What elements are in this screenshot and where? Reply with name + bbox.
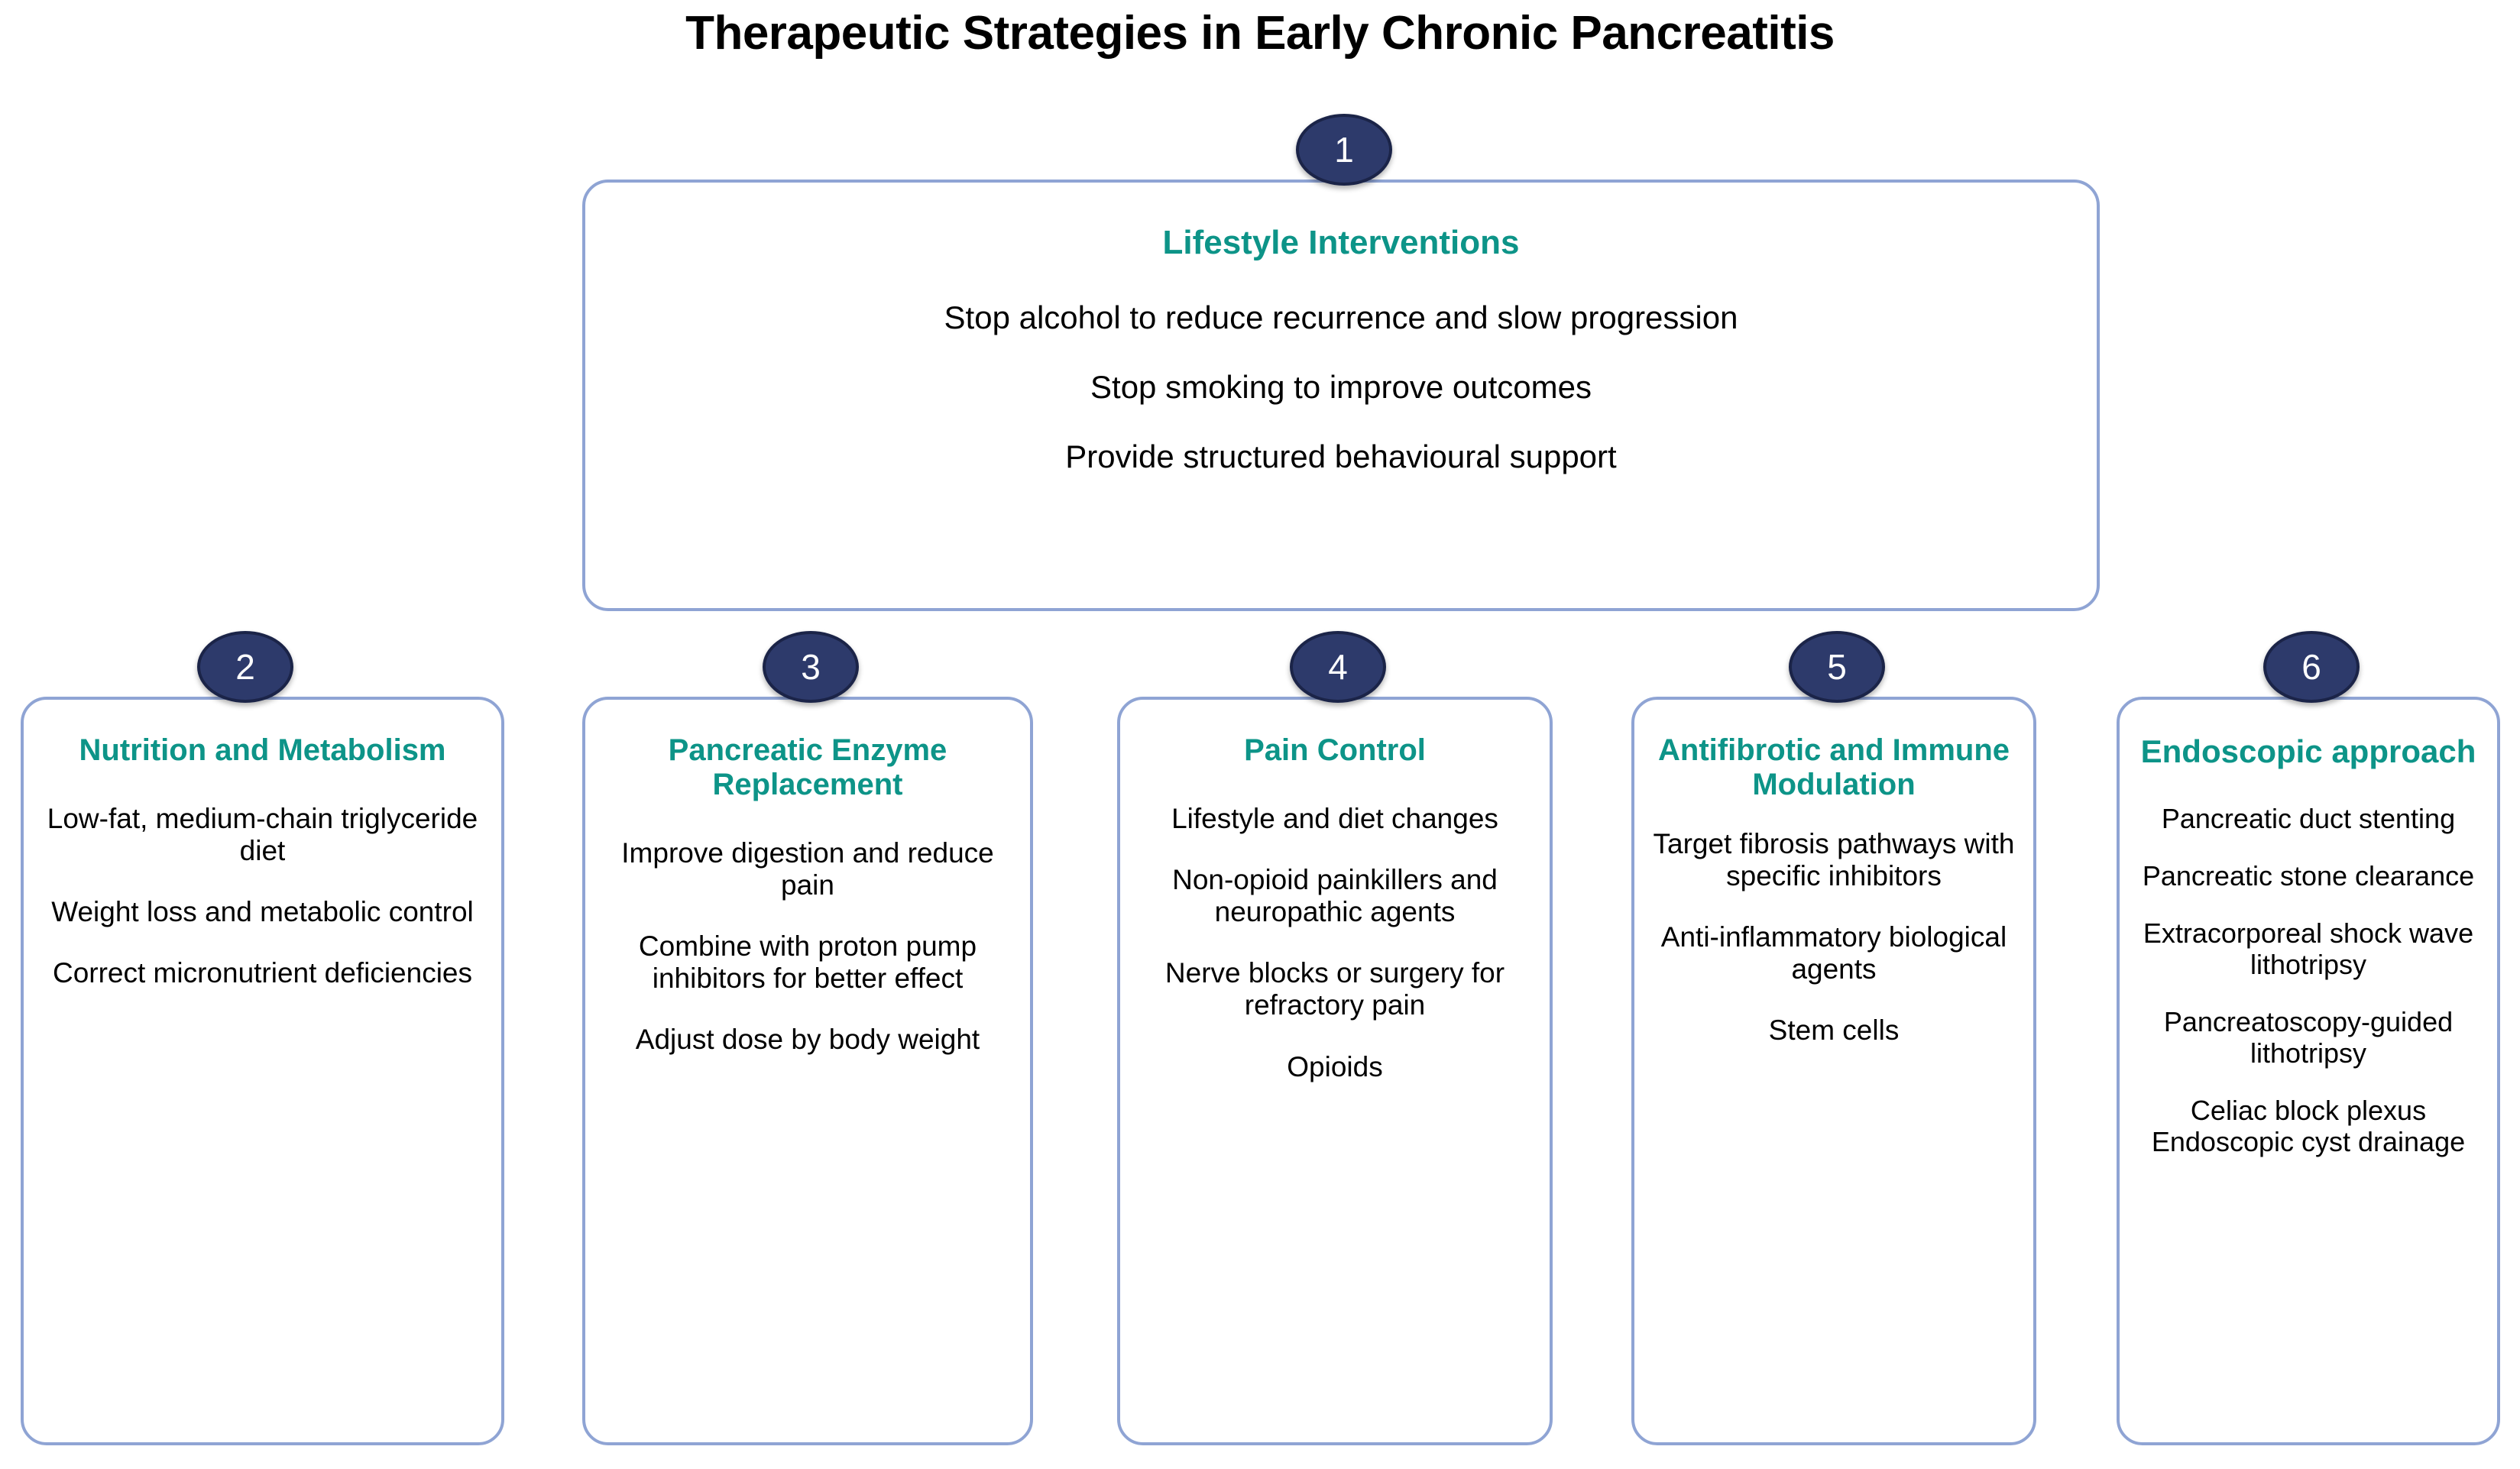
card-item: Correct micronutrient deficiencies [52, 957, 473, 989]
card-item: Adjust dose by body weight [635, 1024, 980, 1056]
card-item-list: Pancreatic duct stenting Pancreatic ston… [2133, 803, 2483, 1183]
card-item: Stop smoking to improve outcomes [1090, 369, 1592, 406]
card-content: Nutrition and Metabolism Low-fat, medium… [24, 700, 501, 1442]
card-heading: Endoscopic approach [2140, 733, 2476, 769]
card-item: Weight loss and metabolic control [51, 896, 474, 928]
card-item: Provide structured behavioural support [1065, 438, 1617, 475]
card-item: Low-fat, medium-chain triglyceride diet [47, 802, 478, 866]
card-heading: Pain Control [1244, 733, 1426, 767]
card-content: Endoscopic approach Pancreatic duct sten… [2120, 700, 2497, 1442]
card-nutrition-and-metabolism: Nutrition and Metabolism Low-fat, medium… [21, 697, 504, 1445]
card-item-list: Low-fat, medium-chain triglyceride diet … [37, 803, 487, 1019]
card-content: Antifibrotic and Immune Modulation Targe… [1634, 700, 2033, 1442]
card-item-list: Stop alcohol to reduce recurrence and sl… [620, 299, 2062, 508]
card-content: Lifestyle Interventions Stop alcohol to … [585, 183, 2097, 608]
card-item: Lifestyle and diet changes [1171, 802, 1498, 834]
step-badge-2: 2 [197, 631, 293, 703]
card-antifibrotic-and-immune-modulation: Antifibrotic and Immune Modulation Targe… [1631, 697, 2036, 1445]
card-item-list: Lifestyle and diet changes Non-opioid pa… [1134, 803, 1536, 1112]
step-badge-1: 1 [1296, 114, 1392, 186]
card-item: Target fibrosis pathways with specific i… [1653, 827, 2015, 891]
card-item: Pancreatic duct stenting [2161, 803, 2456, 835]
card-item: Anti-inflammatory biological agents [1660, 921, 2007, 985]
page-title: Therapeutic Strategies in Early Chronic … [685, 7, 1835, 60]
card-content: Pain Control Lifestyle and diet changes … [1120, 700, 1550, 1442]
step-badge-6: 6 [2263, 631, 2360, 703]
card-item: Opioids [1287, 1050, 1383, 1082]
card-item: Celiac block plexus Endoscopic cyst drai… [2151, 1095, 2466, 1158]
card-heading: Antifibrotic and Immune Modulation [1658, 733, 2010, 801]
card-item: Stem cells [1768, 1014, 1900, 1047]
card-pancreatic-enzyme-replacement: Pancreatic Enzyme Replacement Improve di… [582, 697, 1033, 1445]
card-item: Extracorporeal shock wave lithotripsy [2143, 917, 2474, 981]
card-heading: Pancreatic Enzyme Replacement [668, 733, 947, 801]
card-pain-control: Pain Control Lifestyle and diet changes … [1117, 697, 1553, 1445]
card-item: Pancreatic stone clearance [2142, 860, 2475, 892]
card-item-list: Target fibrosis pathways with specific i… [1648, 828, 2020, 1076]
card-item: Pancreatoscopy-guided lithotripsy [2163, 1006, 2454, 1069]
card-lifestyle-interventions: Lifestyle Interventions Stop alcohol to … [582, 180, 2100, 611]
step-badge-4: 4 [1290, 631, 1386, 703]
card-item: Improve digestion and reduce pain [621, 836, 994, 901]
card-item: Combine with proton pump inhibitors for … [638, 930, 977, 995]
step-badge-3: 3 [763, 631, 859, 703]
step-badge-5: 5 [1789, 631, 1885, 703]
card-item: Stop alcohol to reduce recurrence and sl… [944, 299, 1738, 336]
card-item: Nerve blocks or surgery for refractory p… [1164, 957, 1505, 1021]
card-endoscopic-approach: Endoscopic approach Pancreatic duct sten… [2117, 697, 2500, 1445]
card-item: Non-opioid painkillers and neuropathic a… [1172, 863, 1498, 928]
card-item-list: Improve digestion and reduce pain Combin… [599, 837, 1016, 1086]
card-content: Pancreatic Enzyme Replacement Improve di… [585, 700, 1030, 1442]
card-heading: Lifestyle Interventions [1162, 224, 1520, 261]
card-heading: Nutrition and Metabolism [79, 733, 446, 767]
